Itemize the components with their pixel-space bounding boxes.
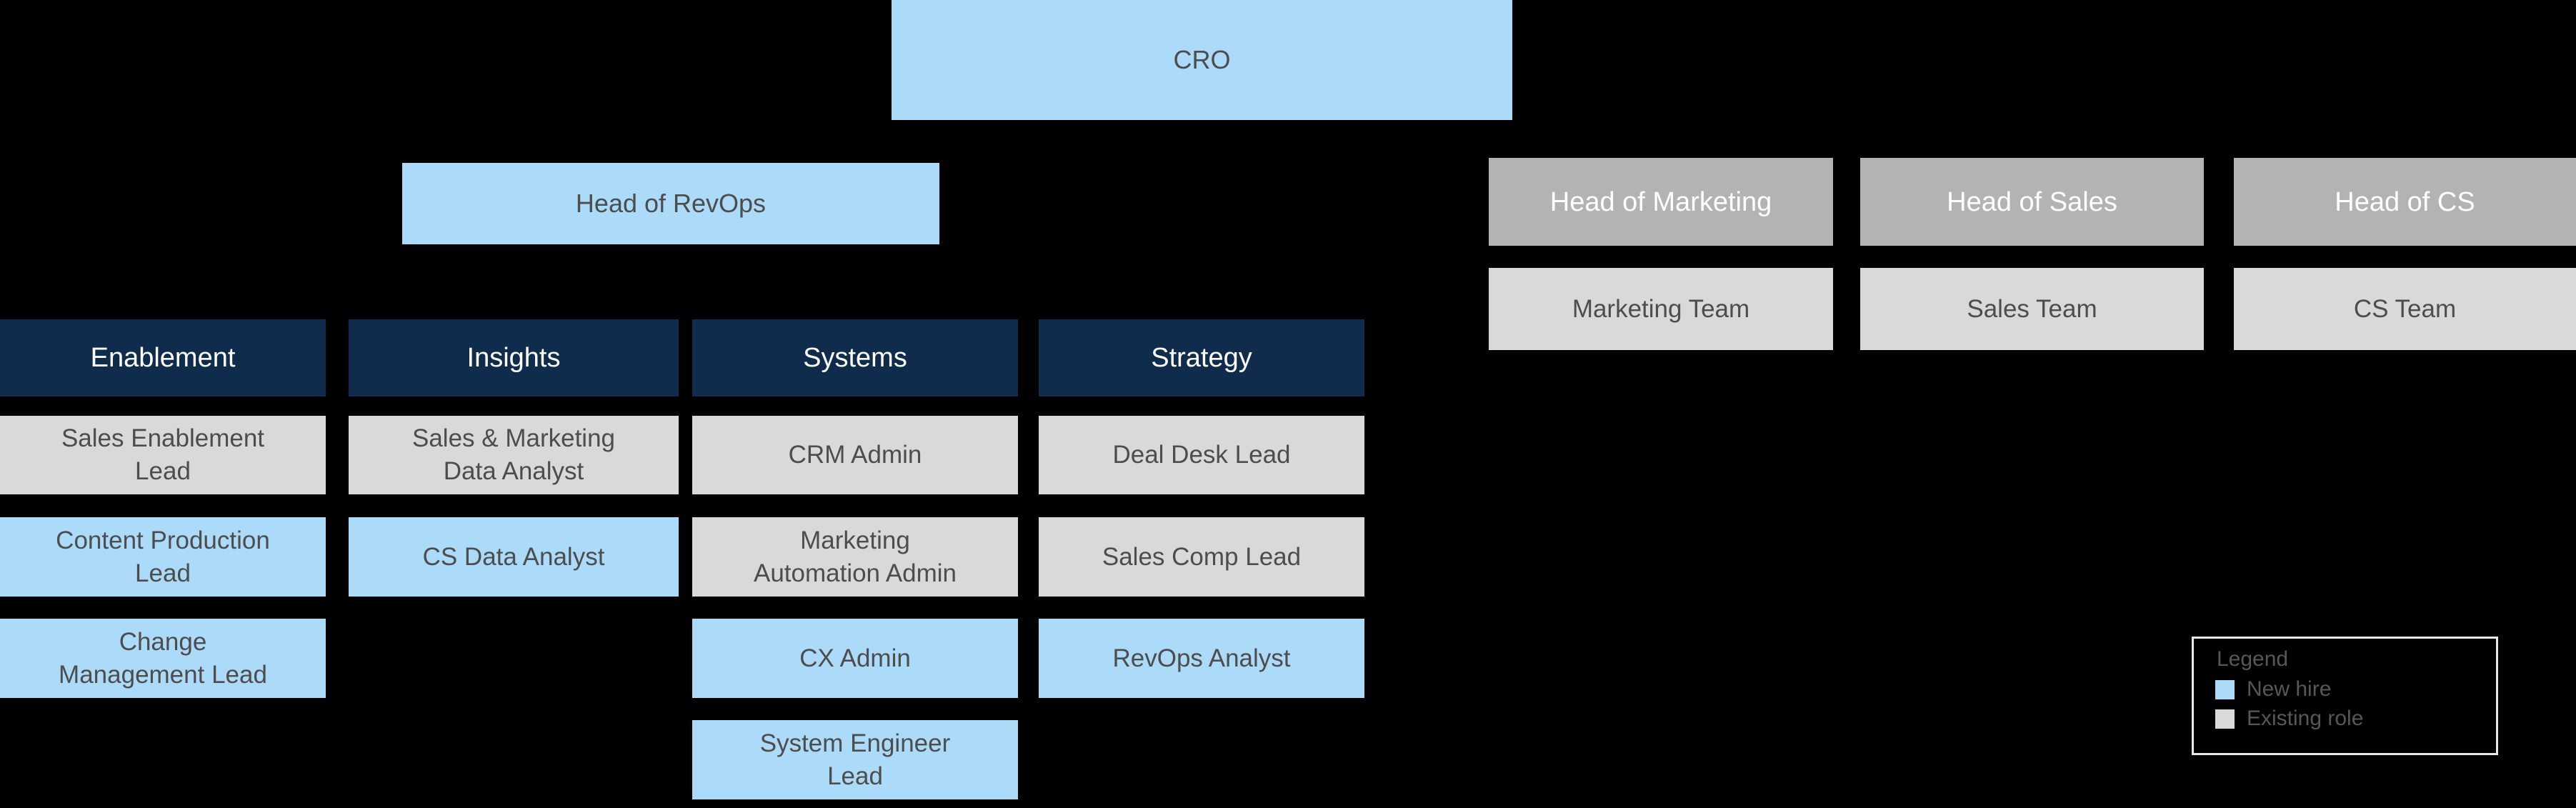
box-crm-admin: CRM Admin — [692, 416, 1018, 494]
legend: Legend New hire Existing role — [2192, 637, 2498, 755]
box-deal-desk-lead: Deal Desk Lead — [1039, 416, 1364, 494]
box-cro: CRO — [892, 0, 1512, 120]
header-enablement: Enablement — [0, 319, 326, 396]
header-systems: Systems — [692, 319, 1018, 396]
legend-swatch-new-hire-icon — [2215, 679, 2235, 699]
box-head-of-marketing: Head of Marketing — [1489, 158, 1833, 246]
legend-item-existing-role: Existing role — [2215, 707, 2496, 731]
box-sales-enablement-lead: Sales Enablement Lead — [0, 416, 326, 494]
legend-label-existing-role: Existing role — [2247, 707, 2364, 730]
legend-label-new-hire: New hire — [2247, 677, 2332, 701]
box-content-production-lead: Content Production Lead — [0, 517, 326, 597]
box-sales-marketing-data-analyst: Sales & Marketing Data Analyst — [349, 416, 679, 494]
box-change-management-lead: Change Management Lead — [0, 619, 326, 698]
box-cs-data-analyst: CS Data Analyst — [349, 517, 679, 597]
box-cs-team: CS Team — [2234, 268, 2576, 350]
header-strategy: Strategy — [1039, 319, 1364, 396]
legend-title: Legend — [2217, 647, 2289, 671]
box-system-engineer-lead: System Engineer Lead — [692, 720, 1018, 799]
header-insights: Insights — [349, 319, 679, 396]
box-cx-admin: CX Admin — [692, 619, 1018, 698]
box-head-of-revops: Head of RevOps — [402, 163, 939, 244]
legend-swatch-existing-role-icon — [2215, 709, 2235, 729]
box-marketing-automation-admin: Marketing Automation Admin — [692, 517, 1018, 597]
legend-item-new-hire: New hire — [2215, 677, 2496, 702]
box-sales-comp-lead: Sales Comp Lead — [1039, 517, 1364, 597]
box-head-of-sales: Head of Sales — [1860, 158, 2204, 246]
box-sales-team: Sales Team — [1860, 268, 2204, 350]
box-marketing-team: Marketing Team — [1489, 268, 1833, 350]
box-revops-analyst: RevOps Analyst — [1039, 619, 1364, 698]
box-head-of-cs: Head of CS — [2234, 158, 2576, 246]
